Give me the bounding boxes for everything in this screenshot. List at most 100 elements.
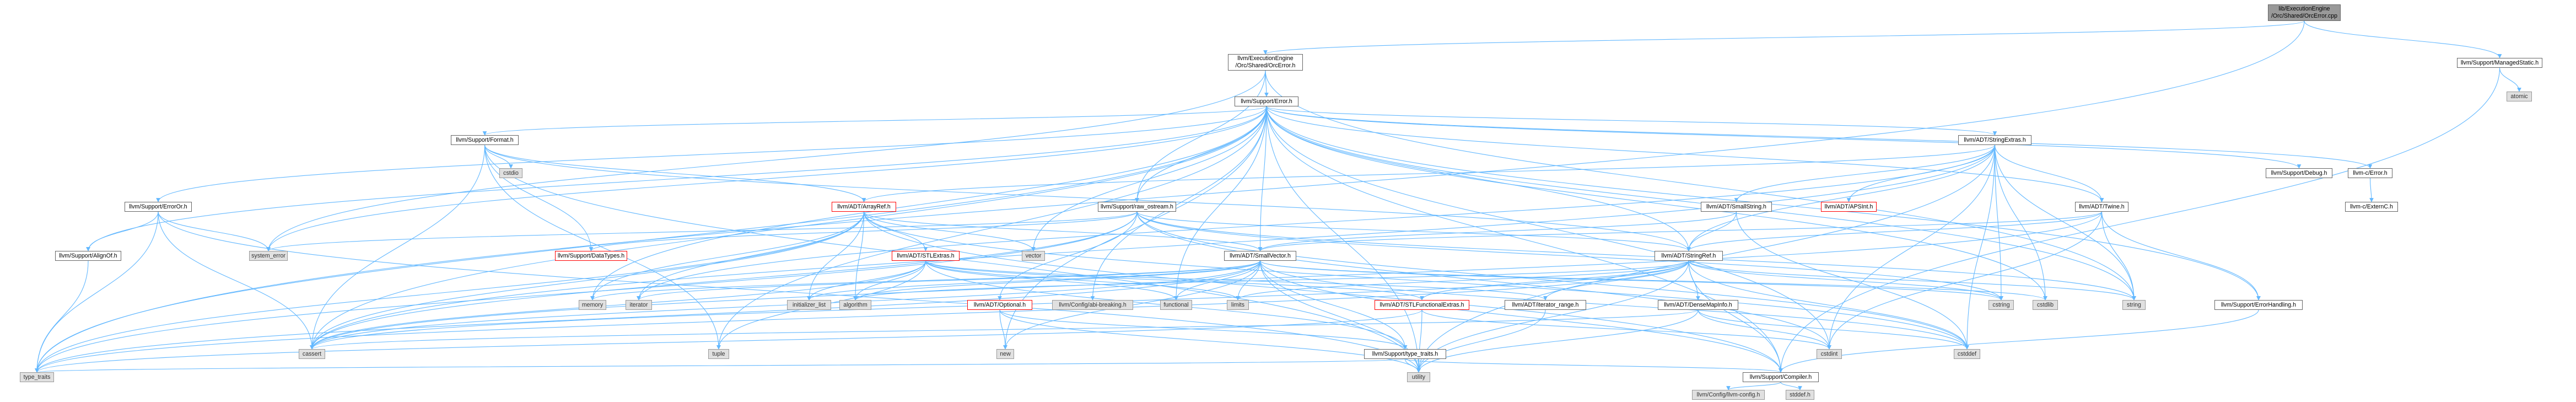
type-traits-llvm-header-node[interactable]: llvm/Support/type_traits.h [1364, 349, 1446, 359]
memory-system-header-node: memory [579, 300, 606, 310]
edge-error_h-to-twine [1266, 106, 2104, 202]
edge-error_h-to-cstdlib [1266, 106, 2047, 301]
stringref-header-node[interactable]: llvm/ADT/StringRef.h [1655, 251, 1723, 261]
edge-arrayref-to-compiler [863, 211, 1783, 373]
edge-error_h-to-utility [1266, 106, 1421, 373]
initializer-list-system-header-node: initializer_list [787, 300, 831, 310]
edge-smallstring-to-cstddef [1736, 211, 1969, 350]
edge-smallvector-to-cstddef [1259, 260, 1969, 350]
edge-orcerror_h-to-system_error [266, 70, 1266, 251]
edge-type_traits_h-to-compiler [1404, 358, 1783, 373]
cstring-system-header-node: cstring [1988, 300, 2014, 310]
utility-system-header-node: utility [1407, 372, 1430, 382]
edge-format_h-to-stringref [484, 144, 1691, 251]
datatypes-header-node[interactable]: llvm/Support/DataTypes.h [555, 251, 627, 261]
compiler-header-node[interactable]: llvm/Support/Compiler.h [1743, 372, 1819, 382]
cstdint-system-header-node: cstdint [1817, 349, 1842, 359]
optional-header-node[interactable]: llvm/ADT/Optional.h [967, 300, 1032, 310]
orcerror-header-node[interactable]: llvm/ExecutionEngine /Orc/Shared/OrcErro… [1228, 54, 1303, 71]
edge-smallvector-to-initializer_list [807, 260, 1261, 301]
type-traits-system-header-node: type_traits [20, 372, 54, 382]
atomic-system-header-node: atomic [2507, 92, 2532, 101]
llvm-c-error-header-node[interactable]: llvm-c/Error.h [2348, 168, 2392, 178]
edge-raw_ostream-to-datatypes [589, 211, 1138, 251]
edge-smallvector-to-limits [1236, 260, 1261, 301]
stlextras-header-node[interactable]: llvm/ADT/STLExtras.h [892, 251, 960, 261]
edge-smallvector-to-functional [1174, 260, 1261, 301]
edge-smallvector-to-type_traits_h [1259, 260, 1408, 350]
edge-error_h-to-system_error [266, 106, 1267, 251]
cstdio-system-header-node: cstdio [499, 168, 522, 178]
edge-managedstatic-to-atomic [2499, 67, 2521, 92]
edge-optional_h-to-utility [999, 309, 1421, 373]
edge-error_h-to-erroror [156, 106, 1267, 202]
edge-smallvector-to-iterator [637, 260, 1261, 301]
alignof-header-node[interactable]: llvm/Support/AlignOf.h [55, 251, 121, 261]
edge-orcerror_h-to-string [1265, 70, 2136, 301]
edge-stlextras-to-algorithm [853, 260, 926, 301]
edge-llvmc_error-to-llvmc_externc [2369, 178, 2374, 202]
edge-densemapinfo-to-cstdint [1697, 309, 1831, 350]
edge-alignof-to-type_traits [35, 260, 89, 373]
iterator-system-header-node: iterator [626, 300, 652, 310]
edge-twine-to-errorhandling [2101, 211, 2261, 301]
edge-error_h-to-smallvector [1258, 106, 1267, 251]
edge-erroror-to-type_traits [35, 211, 159, 373]
edge-erroror-to-utility [158, 211, 1421, 373]
functional-system-header-node: functional [1160, 300, 1192, 310]
llvm-c-externc-header-node[interactable]: llvm-c/ExternC.h [2345, 202, 2398, 212]
vector-system-header-node: vector [1022, 251, 1045, 261]
debug-header-node[interactable]: llvm/Support/Debug.h [2266, 168, 2332, 178]
raw-ostream-header-node[interactable]: llvm/Support/raw_ostream.h [1098, 202, 1176, 212]
edge-root-to-managedstatic [2304, 20, 2502, 58]
edge-stringref-to-iterator_range [1543, 260, 1689, 301]
stddef-system-header-node: stddef.h [1786, 390, 1814, 400]
edge-smallvector-to-type_traits [35, 260, 1261, 373]
edge-arrayref-to-cassert [310, 211, 865, 350]
densemapinfo-header-node[interactable]: llvm/ADT/DenseMapInfo.h [1658, 300, 1738, 310]
edge-stringextras-to-iterator [637, 144, 1996, 301]
edge-twine-to-cstdint [1827, 211, 2103, 350]
edge-erroror-to-system_error [158, 211, 271, 251]
abi-breaking-config-node: llvm/Config/abi-breaking.h [1052, 300, 1133, 310]
edge-error_h-to-cassert [310, 106, 1267, 350]
smallvector-header-node[interactable]: llvm/ADT/SmallVector.h [1224, 251, 1296, 261]
edge-stlextras-to-stlfunctional [925, 260, 1424, 301]
error-header-node[interactable]: llvm/Support/Error.h [1235, 97, 1298, 106]
edge-stlextras-to-functional [925, 260, 1178, 301]
edge-stlextras-to-iterator_range [925, 260, 1548, 301]
edge-raw_ostream-to-string [1136, 211, 2136, 301]
edge-managedstatic-to-compiler [1779, 67, 2500, 373]
edge-smallvector-to-memory [590, 260, 1261, 301]
iterator-range-header-node[interactable]: llvm/ADT/iterator_range.h [1505, 300, 1586, 310]
edge-error_h-to-compiler [1266, 106, 1783, 373]
edge-stringextras-to-cassert [310, 144, 1996, 350]
smallstring-header-node[interactable]: llvm/ADT/SmallString.h [1701, 202, 1772, 212]
edge-error_h-to-llvmc_error [1266, 106, 2373, 169]
edge-error_h-to-format_h [483, 106, 1267, 136]
llvm-config-node: llvm/Config/llvm-config.h [1692, 390, 1765, 400]
edge-format_h-to-cassert [310, 144, 486, 350]
edge-smallvector-to-cassert [310, 260, 1261, 350]
edge-stlextras-to-cassert [310, 260, 926, 350]
edge-stlfunctional-to-type_traits [35, 309, 1422, 373]
edge-error_h-to-stringextras [1266, 106, 1997, 136]
edge-arrayref-to-stlextras [863, 211, 928, 251]
stringextras-header-node[interactable]: llvm/ADT/StringExtras.h [1958, 135, 2031, 145]
managedstatic-header-node[interactable]: llvm/Support/ManagedStatic.h [2457, 58, 2542, 68]
edge-raw_ostream-to-type_traits [35, 211, 1138, 373]
arrayref-header-node[interactable]: llvm/ADT/ArrayRef.h [832, 202, 896, 212]
edge-erroror-to-alignof [86, 211, 159, 251]
edge-stringref-to-string [1688, 260, 2136, 301]
errorhandling-header-node[interactable]: llvm/Support/ErrorHandling.h [2214, 300, 2303, 310]
twine-header-node[interactable]: llvm/ADT/Twine.h [2075, 202, 2128, 212]
edge-smallvector-to-compiler [1259, 260, 1783, 373]
stlfunctionalextras-header-node[interactable]: llvm/ADT/STLFunctionalExtras.h [1375, 300, 1469, 310]
format-header-node[interactable]: llvm/Support/Format.h [451, 135, 519, 145]
edge-stringref-to-densemapinfo [1688, 260, 1700, 301]
edge-error_h-to-stringref [1266, 106, 1691, 251]
apsint-header-node[interactable]: llvm/ADT/APSInt.h [1821, 202, 1877, 212]
erroror-header-node[interactable]: llvm/Support/ErrorOr.h [125, 202, 192, 212]
cstdlib-system-header-node: cstdlib [2033, 300, 2058, 310]
